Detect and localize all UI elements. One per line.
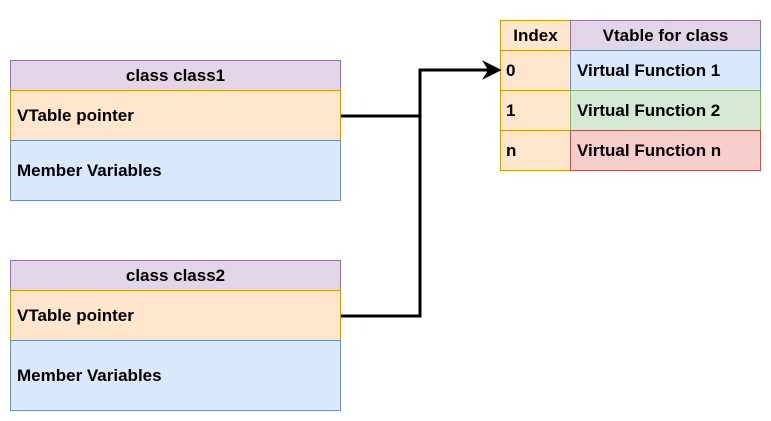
class1-to-vtable-connector xyxy=(341,68,493,118)
vtable-row-0-function: Virtual Function 1 xyxy=(570,50,761,91)
vtable-row-0-index: 0 xyxy=(500,50,571,91)
vtable-index-header: Index xyxy=(500,20,571,51)
class2-vtable-pointer: VTable pointer xyxy=(10,290,341,341)
arrowhead-icon xyxy=(481,60,502,80)
class1-title: class class1 xyxy=(10,60,341,91)
vtable-row-2-function: Virtual Function n xyxy=(570,130,761,171)
vtable-row-1-function: Virtual Function 2 xyxy=(570,90,761,131)
class2-title: class class2 xyxy=(10,260,341,291)
class2-to-vtable-connector xyxy=(341,116,422,318)
class1-vtable-pointer: VTable pointer xyxy=(10,90,341,141)
vtable-row-2-index: n xyxy=(500,130,571,171)
class1-member-variables: Member Variables xyxy=(10,140,341,201)
class2-member-variables: Member Variables xyxy=(10,340,341,411)
vtable-row-1-index: 1 xyxy=(500,90,571,131)
vtable-function-header: Vtable for class xyxy=(570,20,761,51)
